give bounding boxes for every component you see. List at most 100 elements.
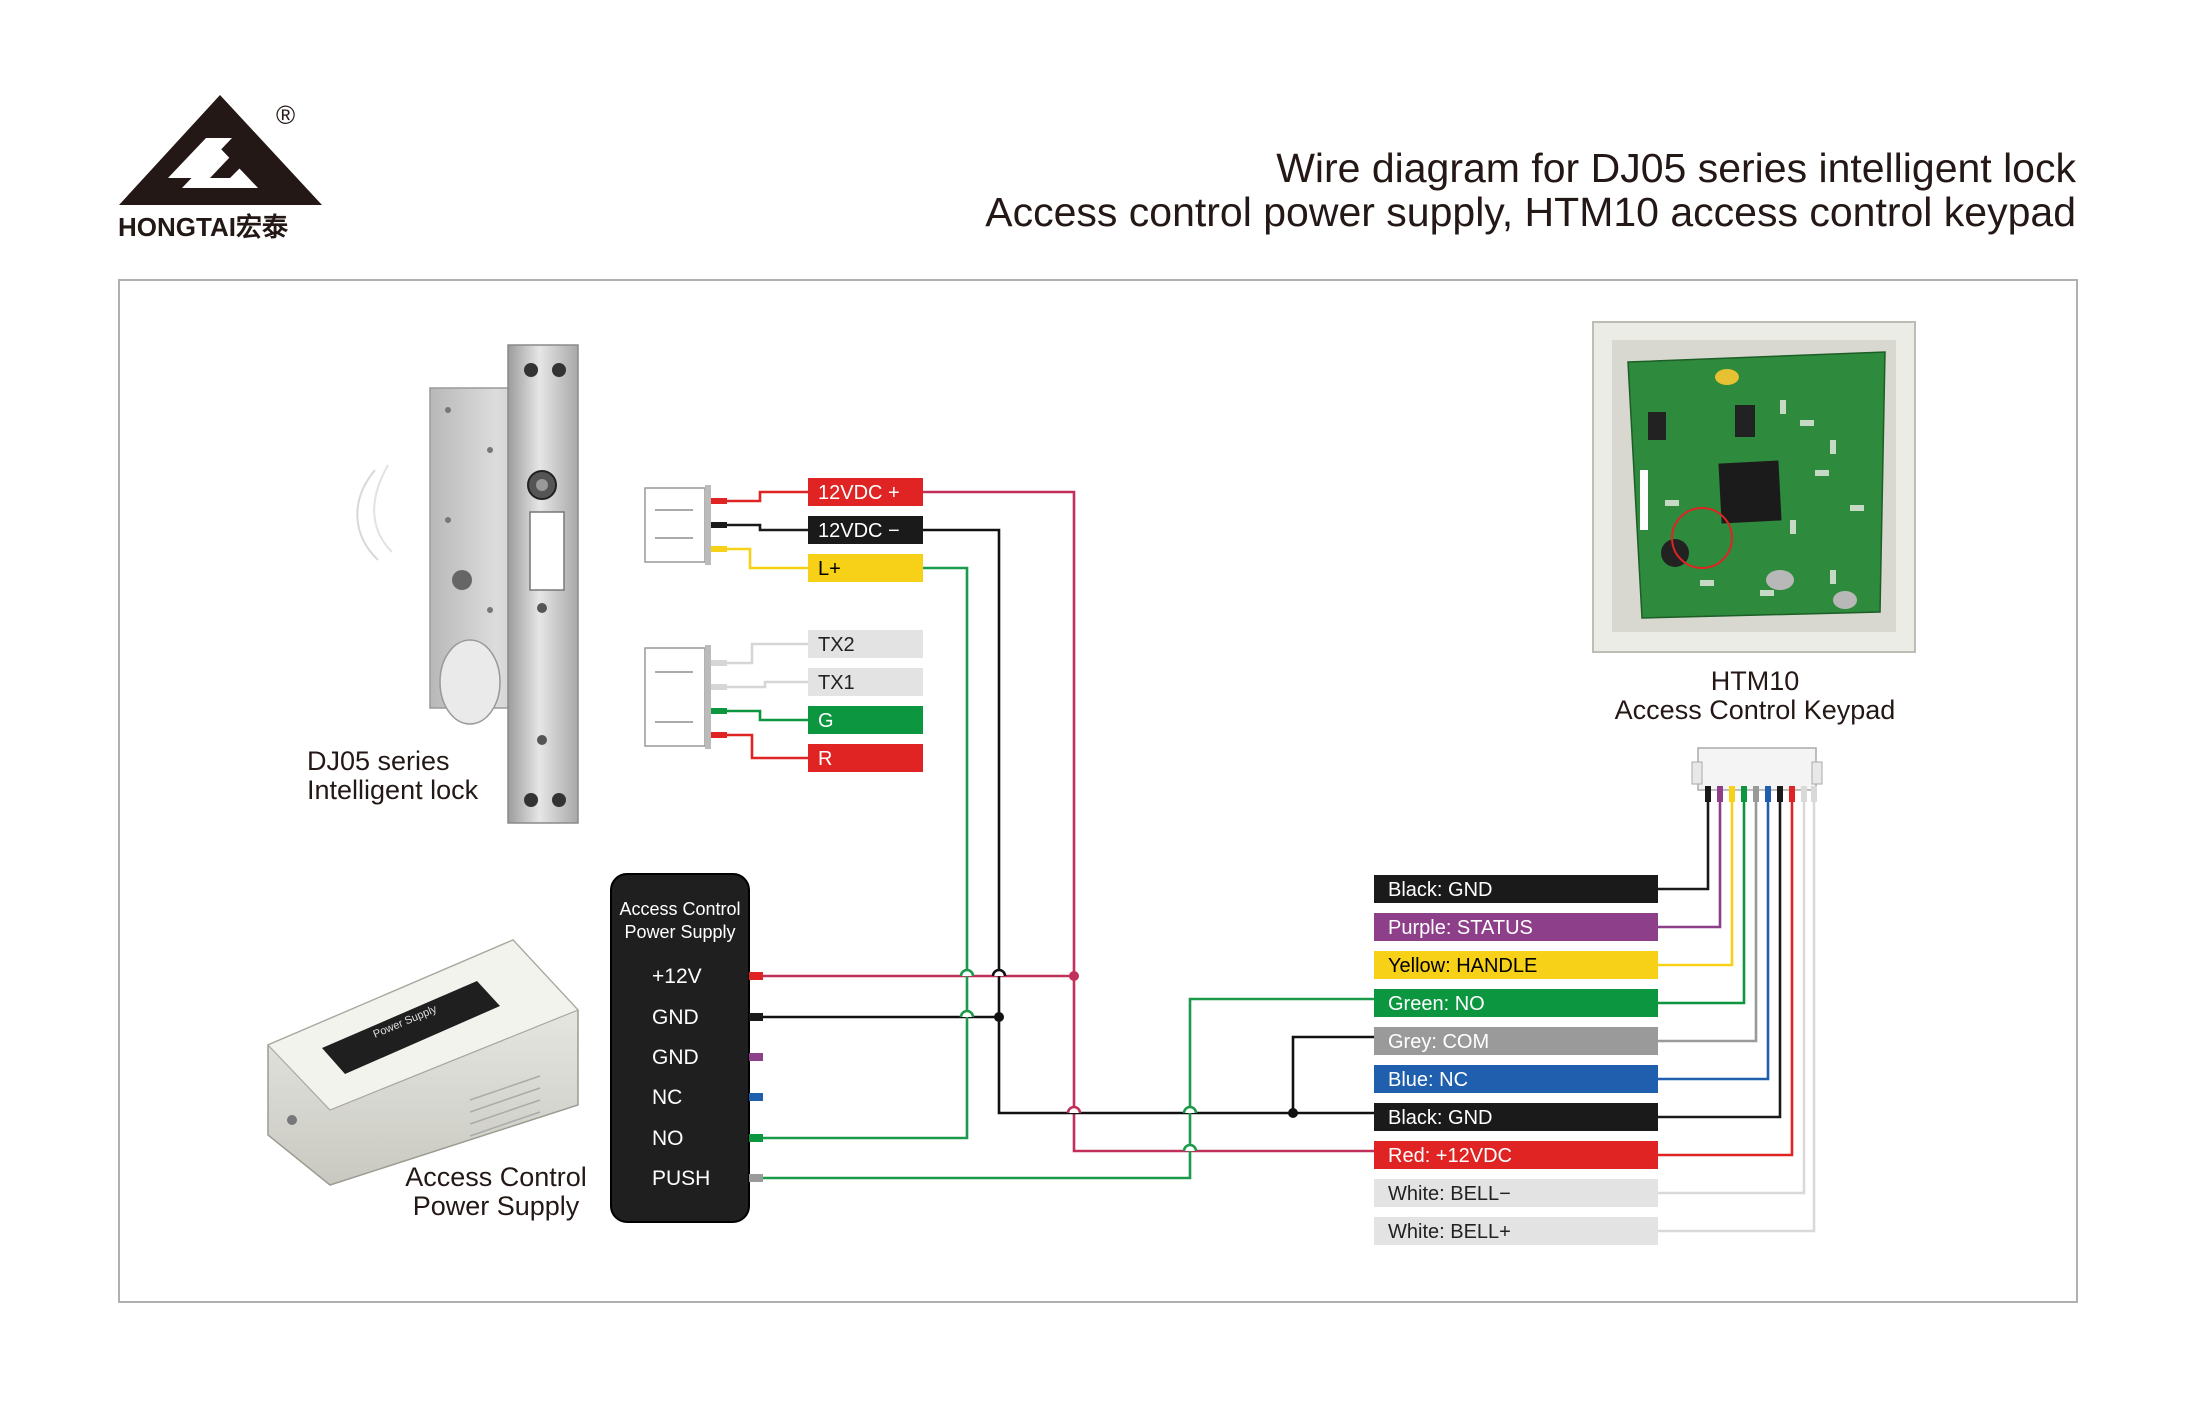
keypad-wire-label: Green: NO xyxy=(1388,993,1485,1015)
keypad-wire-label: Yellow: HANDLE xyxy=(1388,955,1537,977)
wire-lock-lplus xyxy=(760,566,969,1140)
wire-push-to-no xyxy=(760,997,1374,1180)
keypad-wire-purple-status: Purple: STATUS xyxy=(1374,913,1658,941)
lock-connector-r: R xyxy=(808,744,923,772)
keypad-wire-label: White: BELL+ xyxy=(1388,1221,1511,1243)
keypad-wire-label: Purple: STATUS xyxy=(1388,917,1533,939)
keypad-wire-swatch xyxy=(1374,1179,1658,1207)
terminal-label: GND xyxy=(652,1006,699,1029)
terminal-gnd-2: GND xyxy=(652,1046,763,1069)
connector-swatch xyxy=(808,706,923,734)
keypad-wire-swatch xyxy=(1374,1217,1658,1245)
keypad-wire-label: Black: GND xyxy=(1388,879,1492,901)
power-supply-label-line1: Access Control xyxy=(405,1162,587,1192)
terminal-label: NC xyxy=(652,1086,682,1109)
keypad-wire-swatch xyxy=(1374,1141,1658,1169)
keypad-wire-swatch xyxy=(1374,913,1658,941)
keypad-wire-swatch xyxy=(1374,875,1658,903)
connector-swatch xyxy=(808,554,923,582)
power-supply-label-line2: Power Supply xyxy=(413,1191,580,1221)
keypad-wire-swatch xyxy=(1374,1065,1658,1093)
keypad-pin xyxy=(1789,786,1795,802)
connector-label: 12VDC − xyxy=(818,520,900,542)
keypad-pin xyxy=(1801,786,1807,802)
wire-supply-12v-to-keypad xyxy=(1072,976,1374,1153)
terminal-nc-3: NC xyxy=(652,1086,763,1109)
connector-label: TX2 xyxy=(818,634,855,656)
keypad-pin xyxy=(1811,786,1817,802)
lock-label-line1: DJ05 series xyxy=(307,746,450,776)
terminal-pin xyxy=(749,1093,763,1101)
htm10-keypad-photo xyxy=(1592,321,1916,653)
keypad-wire-yellow-handle: Yellow: HANDLE xyxy=(1374,951,1658,979)
keypad-wire-blue-nc: Blue: NC xyxy=(1374,1065,1658,1093)
power-supply-terminal-block: Access Control Power Supply xyxy=(610,873,750,1223)
lock-connector-tx2: TX2 xyxy=(808,630,923,658)
keypad-lead xyxy=(1658,790,1758,1043)
wire-supply-gnd-to-keypad xyxy=(997,1017,1374,1115)
terminal-12v-0: +12V xyxy=(652,965,763,988)
connector-swatch xyxy=(808,630,923,658)
keypad-lead xyxy=(1658,790,1734,967)
connector-label: L+ xyxy=(818,558,841,580)
keypad-pin xyxy=(1753,786,1759,802)
dj05-lock-photo xyxy=(356,344,579,824)
keypad-pin xyxy=(1741,786,1747,802)
keypad-lead xyxy=(1658,790,1746,1005)
terminal-label: NO xyxy=(652,1127,684,1150)
terminal-label: PUSH xyxy=(652,1167,710,1190)
terminal-pin xyxy=(749,1013,763,1021)
keypad-leads xyxy=(1658,786,1817,1233)
diagram-frame xyxy=(118,279,2078,1303)
keypad-wire-label: Grey: COM xyxy=(1388,1031,1489,1053)
lock-label-line2: Intelligent lock xyxy=(307,775,479,805)
keypad-wire-swatch xyxy=(1374,1027,1658,1055)
keypad-label-line1: HTM10 xyxy=(1711,666,1800,696)
keypad-wire-red-12vdc: Red: +12VDC xyxy=(1374,1141,1658,1169)
connector-label: 12VDC + xyxy=(818,482,900,504)
terminal-gnd-1: GND xyxy=(652,1006,763,1029)
hongtai-logo: ® HONGTAI宏泰 xyxy=(118,95,322,242)
keypad-pin xyxy=(1729,786,1735,802)
lock-connector-12vdc: 12VDC − xyxy=(808,516,923,544)
keypad-pin xyxy=(1705,786,1711,802)
keypad-wire-label: Red: +12VDC xyxy=(1388,1145,1512,1167)
keypad-wire-black-gnd: Black: GND xyxy=(1374,875,1658,903)
keypad-wire-label: Blue: NC xyxy=(1388,1069,1468,1091)
connector-label: TX1 xyxy=(818,672,855,694)
connector-label: R xyxy=(818,748,832,770)
keypad-pin xyxy=(1777,786,1783,802)
keypad-lead xyxy=(1658,790,1710,891)
lock-connector-l: L+ xyxy=(808,554,923,582)
wire-lock-12v-plus xyxy=(760,490,1076,978)
keypad-wire-green-no: Green: NO xyxy=(1374,989,1658,1017)
lock-plug-power xyxy=(644,485,808,570)
keypad-pin xyxy=(1765,786,1771,802)
terminal-pin xyxy=(749,1053,763,1061)
terminal-label: GND xyxy=(652,1046,699,1069)
keypad-lead xyxy=(1658,790,1722,929)
keypad-lead xyxy=(1658,790,1782,1119)
keypad-lead xyxy=(1658,790,1816,1233)
lock-plug-signal xyxy=(644,642,808,760)
keypad-pin xyxy=(1717,786,1723,802)
terminal-pin xyxy=(749,1174,763,1182)
terminal-no-4: NO xyxy=(652,1127,763,1150)
keypad-wire-white-bell: White: BELL+ xyxy=(1374,1217,1658,1245)
keypad-wire-swatch xyxy=(1374,951,1658,979)
connector-swatch xyxy=(808,516,923,544)
page-title-line1: Wire diagram for DJ05 series intelligent… xyxy=(1276,145,2076,191)
lock-connector-g: G xyxy=(808,706,923,734)
power-supply-terminals: +12V GND GND NC NO PUSH xyxy=(652,965,763,1190)
keypad-wire-swatch xyxy=(1374,1103,1658,1131)
keypad-lead xyxy=(1658,790,1794,1157)
terminal-block-title-line1: Access Control xyxy=(619,899,740,919)
keypad-wire-label: Black: GND xyxy=(1388,1107,1492,1129)
terminal-pin xyxy=(749,972,763,980)
wiring xyxy=(760,490,1374,1180)
junction-dots xyxy=(994,971,1298,1118)
logo-wordmark: HONGTAI宏泰 xyxy=(118,212,289,242)
keypad-wire-swatch xyxy=(1374,989,1658,1017)
